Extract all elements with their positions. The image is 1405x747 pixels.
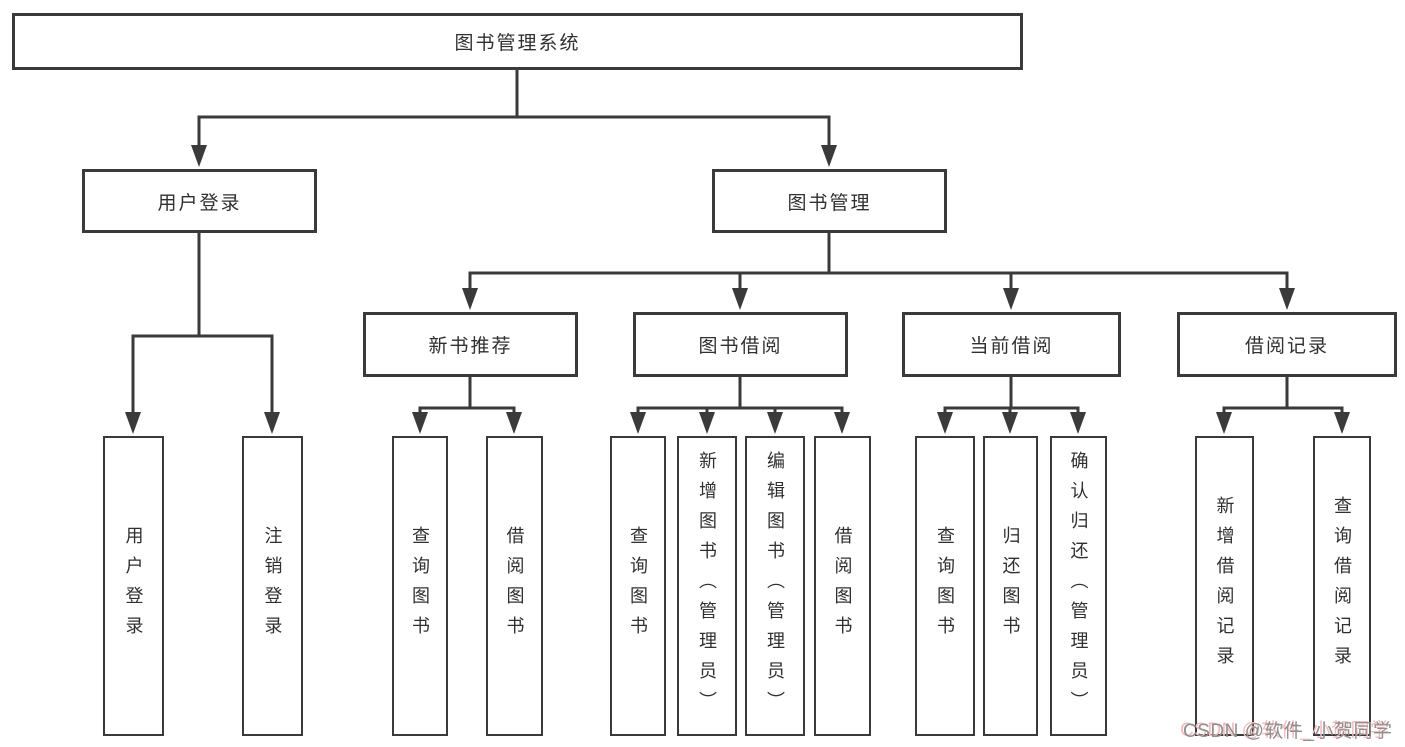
- leaf-br-add-borrow-record: 新增借阅记录: [1195, 436, 1254, 736]
- node-new-book-recommend-label: 新书推荐: [428, 336, 513, 357]
- leaf-user-login-label: 用户登录: [123, 526, 144, 646]
- csdn-watermark: CSDN @软件_小贺同学: [1183, 721, 1393, 742]
- leaf-bb-query-books: 查询图书: [610, 436, 666, 736]
- node-borrowing-records: 借阅记录: [1177, 312, 1397, 377]
- leaf-nbr-borrow-books: 借阅图书: [486, 436, 543, 736]
- node-new-book-recommend: 新书推荐: [363, 312, 578, 377]
- node-library-management-system: 图书管理系统: [12, 13, 1023, 70]
- leaf-cb-return-books: 归还图书: [983, 436, 1038, 736]
- node-library-management-system-label: 图书管理系统: [454, 33, 581, 54]
- leaf-bb-query-books-label: 查询图书: [628, 526, 648, 646]
- node-user-login-label: 用户登录: [157, 192, 242, 214]
- leaf-nbr-borrow-books-label: 借阅图书: [504, 526, 525, 646]
- leaf-bb-edit-books-admin-label: 编辑图书（管理员）: [765, 451, 785, 721]
- leaf-bb-edit-books-admin: 编辑图书（管理员）: [745, 436, 805, 736]
- node-current-borrowing-label: 当前借阅: [969, 336, 1054, 357]
- leaf-cb-query-books: 查询图书: [915, 436, 975, 736]
- leaf-bb-add-books-admin-label: 新增图书（管理员）: [697, 451, 717, 721]
- leaf-nbr-query-books-label: 查询图书: [410, 526, 430, 646]
- leaf-cb-confirm-return-admin-label: 确认归还（管理员）: [1068, 451, 1089, 721]
- leaf-logout-label: 注销登录: [262, 526, 283, 646]
- node-borrowing-records-label: 借阅记录: [1244, 336, 1329, 357]
- node-book-borrowing-label: 图书借阅: [698, 336, 783, 357]
- node-book-management: 图书管理: [712, 169, 947, 233]
- leaf-bb-borrow-books-label: 借阅图书: [832, 526, 853, 646]
- leaf-cb-query-books-label: 查询图书: [935, 526, 955, 646]
- leaf-br-query-borrow-record-label: 查询借阅记录: [1332, 496, 1352, 676]
- leaf-br-query-borrow-record: 查询借阅记录: [1313, 436, 1371, 736]
- leaf-br-add-borrow-record-label: 新增借阅记录: [1214, 496, 1235, 676]
- node-user-login: 用户登录: [82, 169, 317, 233]
- leaf-bb-add-books-admin: 新增图书（管理员）: [677, 436, 737, 736]
- leaf-bb-borrow-books: 借阅图书: [814, 436, 871, 736]
- arrowhead-icons: [125, 145, 1350, 434]
- leaf-user-login: 用户登录: [103, 436, 164, 736]
- leaf-cb-return-books-label: 归还图书: [1000, 526, 1021, 646]
- leaf-cb-confirm-return-admin: 确认归还（管理员）: [1050, 436, 1107, 736]
- leaf-nbr-query-books: 查询图书: [392, 436, 448, 736]
- node-current-borrowing: 当前借阅: [902, 312, 1121, 377]
- node-book-borrowing: 图书借阅: [633, 312, 848, 377]
- leaf-logout: 注销登录: [242, 436, 303, 736]
- node-book-management-label: 图书管理: [787, 192, 872, 214]
